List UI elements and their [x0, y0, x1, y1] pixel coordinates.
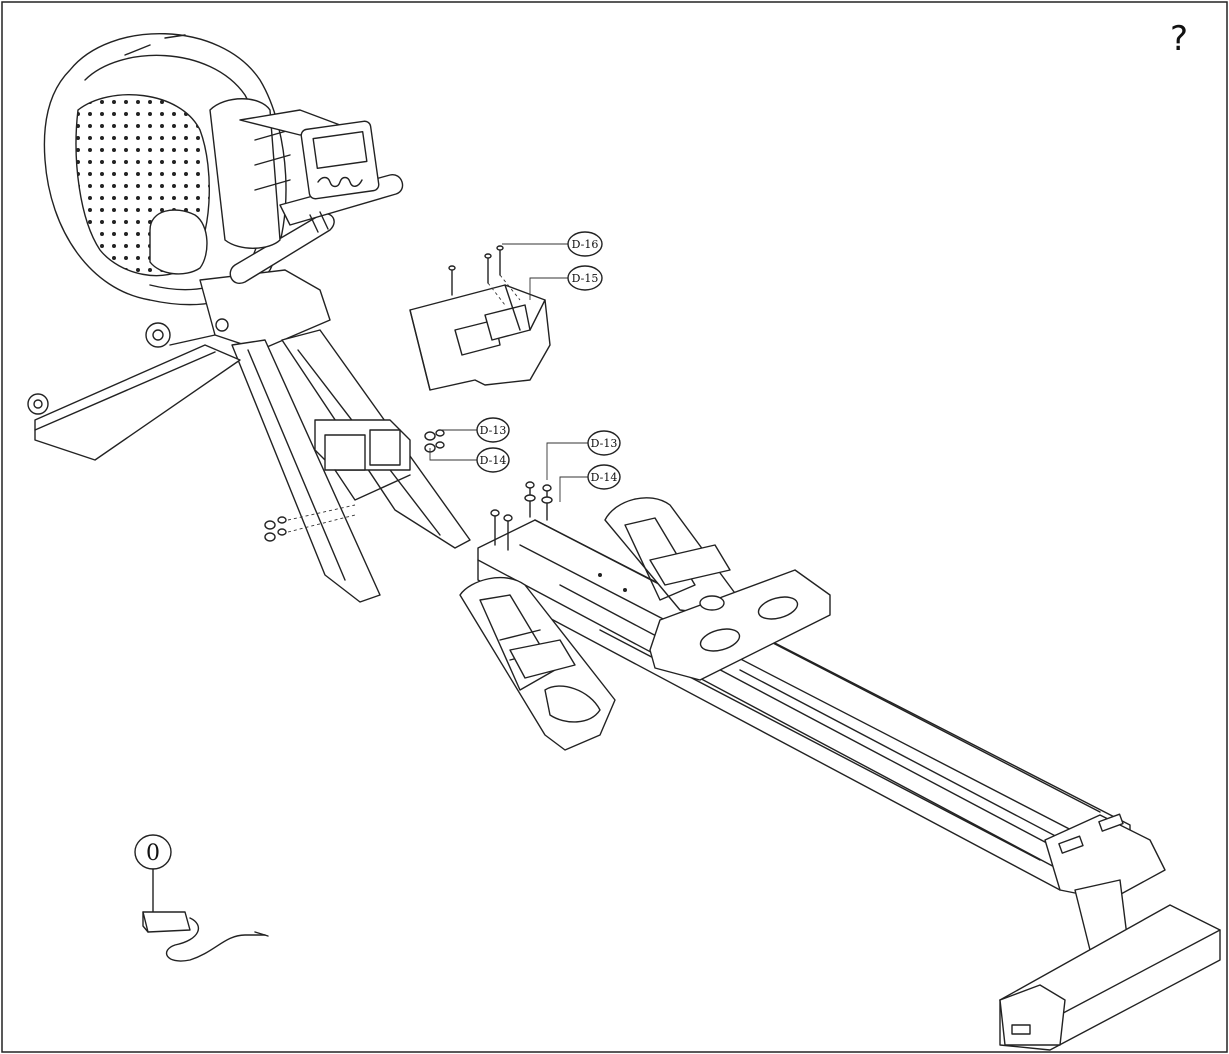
svg-text:D-14: D-14	[591, 471, 618, 484]
fan-housing-assembly	[43, 33, 404, 351]
power-adapter: 0	[134, 834, 269, 962]
foot-strap	[649, 544, 731, 586]
rail-screws	[490, 481, 553, 551]
screw-pair-left	[264, 504, 356, 542]
left-footrest	[459, 576, 616, 751]
step-marker-label: 0	[146, 841, 160, 866]
main-rail	[477, 519, 1221, 1051]
svg-text:D-14: D-14	[480, 454, 507, 467]
svg-text:D-15: D-15	[572, 272, 599, 285]
rail-cover-assembly	[409, 245, 551, 391]
callout-D-14-left: D-14	[429, 447, 510, 473]
right-footrest	[604, 497, 741, 616]
help-symbol: ?	[1170, 19, 1188, 59]
foot-strap	[509, 639, 576, 679]
callout-D-14-right: D-14	[559, 464, 621, 502]
rear-stabilizer	[27, 322, 241, 461]
svg-text:D-13: D-13	[480, 424, 507, 437]
pivot-bolt-icon	[215, 318, 229, 332]
svg-text:D-16: D-16	[572, 238, 599, 251]
callout-D-16: D-16	[502, 231, 603, 257]
footplate-base	[649, 569, 831, 681]
svg-text:D-13: D-13	[591, 437, 618, 450]
callout-D-13-right: D-13	[546, 430, 621, 480]
adapter-body	[142, 911, 191, 933]
bracket-bolts	[424, 429, 445, 453]
front-leg-assembly	[231, 329, 471, 603]
monitor-screen	[312, 130, 368, 170]
callout-D-15: D-15	[529, 265, 603, 300]
callout-D-13-left: D-13	[440, 417, 510, 443]
